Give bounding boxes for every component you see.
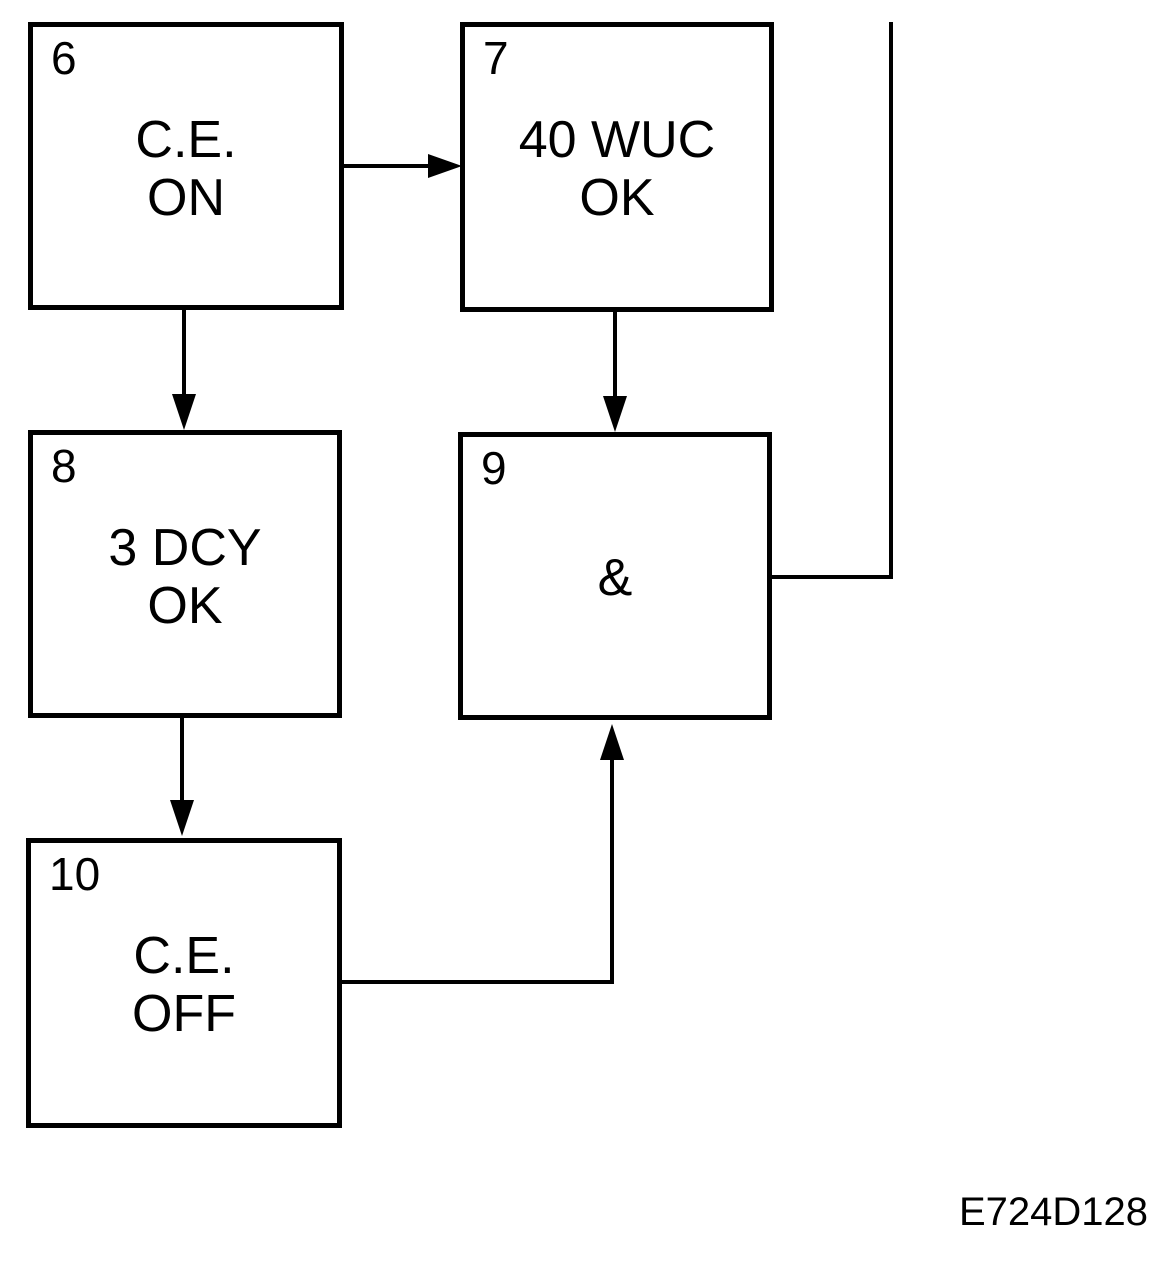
box-9-label-line1: & (597, 549, 633, 607)
connector-6-to-8 (172, 308, 196, 430)
box-6-label-line1: C.E. (135, 111, 237, 169)
box-8-label-line2: OK (147, 577, 223, 635)
box-7-number: 7 (483, 32, 509, 84)
connector-10-to-9 (338, 724, 624, 984)
connector-7-to-9 (603, 308, 627, 432)
box-9-label: & (463, 549, 767, 607)
box-10: 10 C.E. OFF (26, 838, 342, 1128)
box-10-label: C.E. OFF (31, 927, 337, 1043)
connector-8-to-10 (170, 716, 194, 836)
box-8-number: 8 (51, 440, 77, 492)
figure-id: E724D128 (958, 1190, 1148, 1234)
box-6-number: 6 (51, 32, 77, 84)
box-6-label: C.E. ON (33, 111, 339, 227)
connector-6-to-7 (340, 154, 462, 178)
box-8: 8 3 DCY OK (28, 430, 342, 718)
connector-9-to-offpage (770, 22, 893, 579)
box-8-label-line1: 3 DCY (108, 519, 262, 577)
box-9: 9 & (458, 432, 772, 720)
box-10-label-line1: C.E. (133, 927, 235, 985)
box-7-label-line1: 40 WUC (518, 111, 716, 169)
box-6: 6 C.E. ON (28, 22, 344, 310)
box-7: 7 40 WUC OK (460, 22, 774, 312)
box-7-label-line2: OK (579, 169, 655, 227)
box-9-number: 9 (481, 442, 507, 494)
box-10-label-line2: OFF (132, 985, 236, 1043)
box-6-label-line2: ON (147, 169, 225, 227)
box-7-label: 40 WUC OK (465, 111, 769, 227)
box-8-label: 3 DCY OK (33, 519, 337, 635)
box-10-number: 10 (49, 848, 101, 900)
